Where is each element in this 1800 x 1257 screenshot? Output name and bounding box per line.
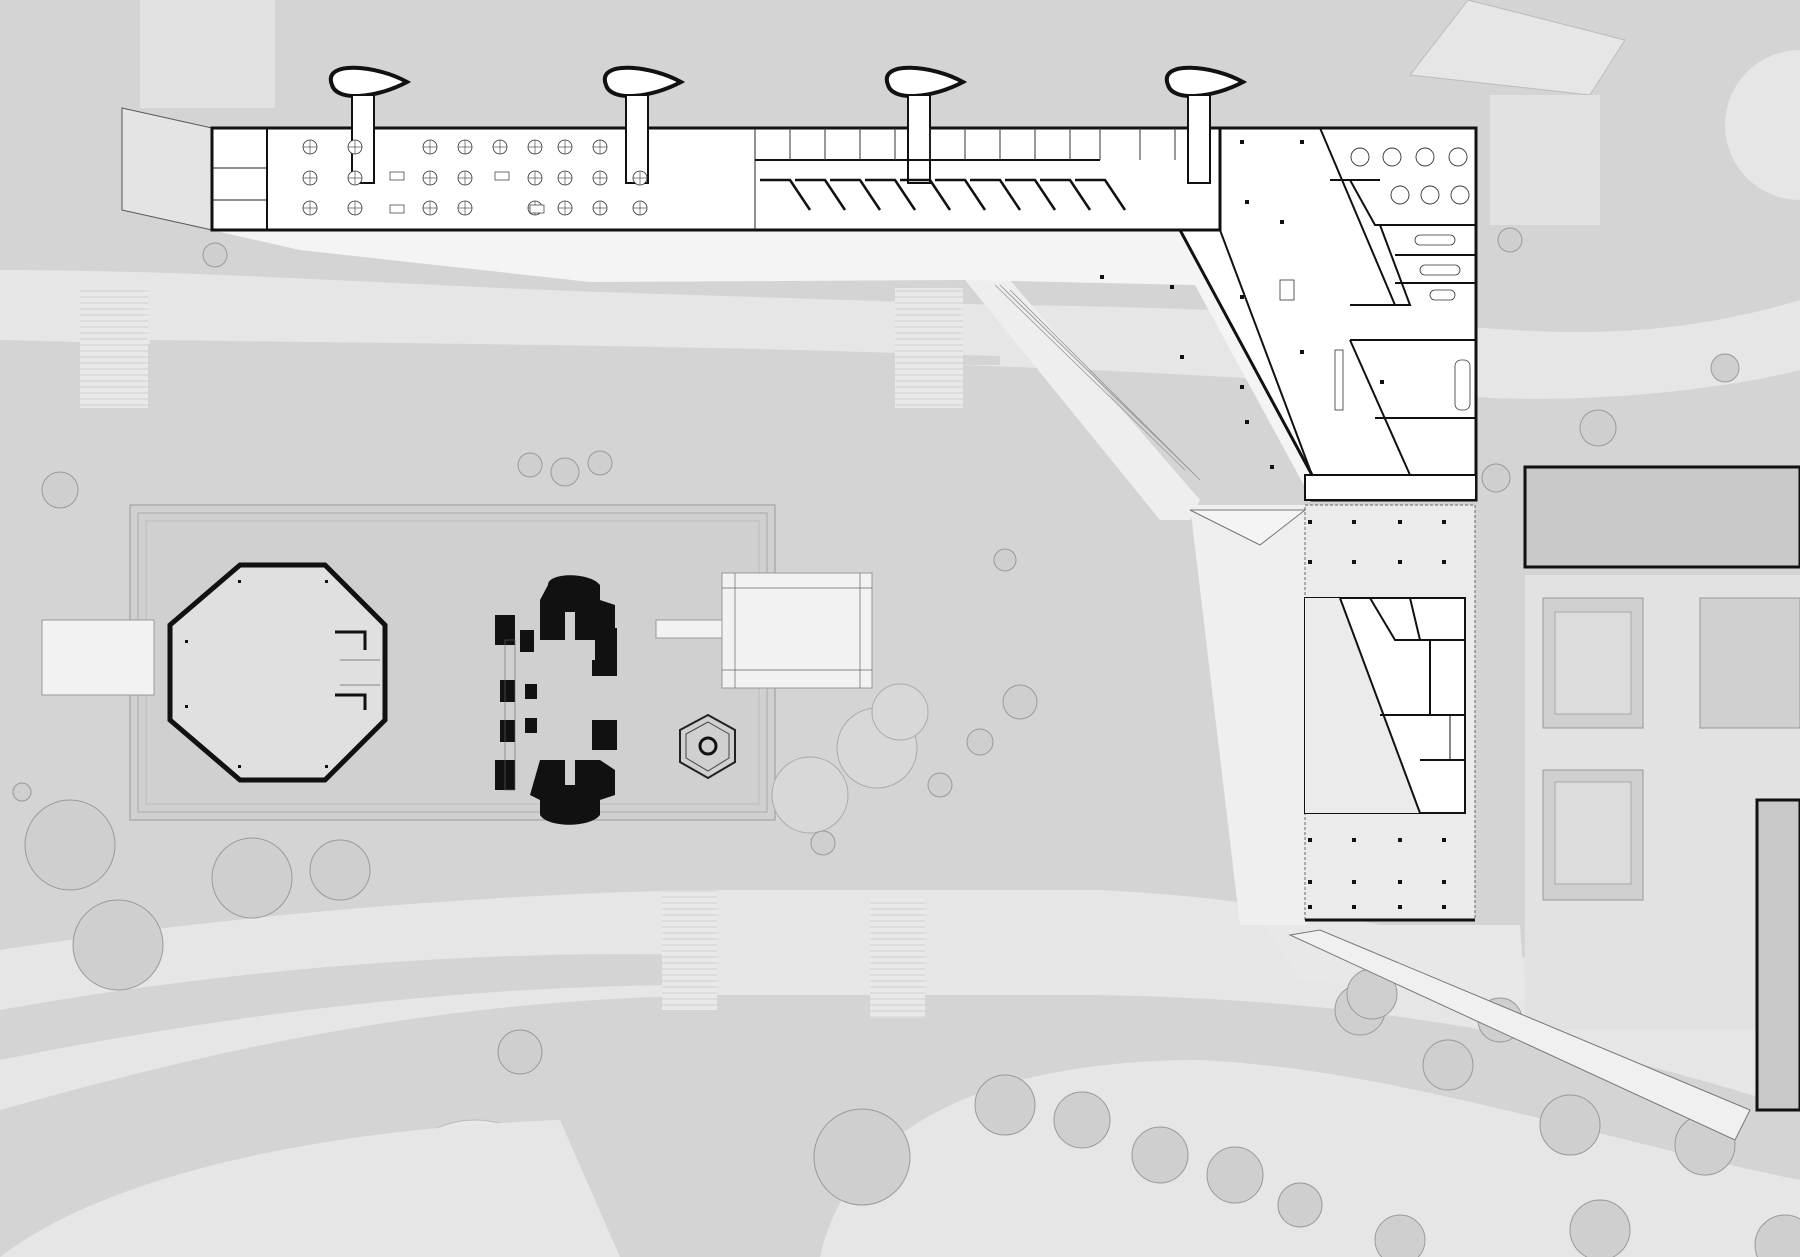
road-ramp-curve — [0, 1120, 620, 1257]
diagonal-ramp — [965, 280, 1200, 520]
annex-columns — [1308, 520, 1446, 909]
pavilion-doors — [335, 630, 367, 710]
south-ramp — [1288, 929, 1751, 1141]
neighbour-building-left — [140, 0, 275, 108]
trees — [12, 227, 1800, 1257]
office-cells — [754, 128, 1176, 230]
neighbour-block — [1490, 95, 1600, 225]
stair-steps — [994, 284, 1201, 481]
crosswalk-4 — [870, 898, 925, 1018]
walkway-strip — [1190, 505, 1307, 925]
crosswalk-1 — [80, 288, 148, 408]
meeting-tables — [1279, 234, 1471, 411]
road-median-north — [150, 340, 1000, 365]
pavilion-columns — [185, 580, 328, 768]
stair-towers — [328, 65, 1248, 184]
roundabout — [1725, 50, 1800, 200]
east-block-dark-2 — [1755, 798, 1800, 1112]
west-rooms — [211, 127, 268, 231]
pavilion-entrance — [41, 619, 155, 696]
columns — [1100, 140, 1384, 469]
south-annex-rooms — [1304, 597, 1466, 814]
historic-church-ruin — [495, 575, 617, 825]
annex-pavilion — [721, 572, 873, 689]
neighbour-building-top — [275, 0, 1600, 92]
road-south-3 — [0, 954, 700, 1060]
crosswalk-2 — [895, 288, 963, 408]
crosswalk-3 — [662, 890, 717, 1010]
office-tables-west — [302, 139, 648, 216]
east-wing-interior — [1219, 127, 1476, 476]
east-block-dark — [1523, 465, 1800, 569]
octagonal-pavilion — [167, 562, 388, 783]
